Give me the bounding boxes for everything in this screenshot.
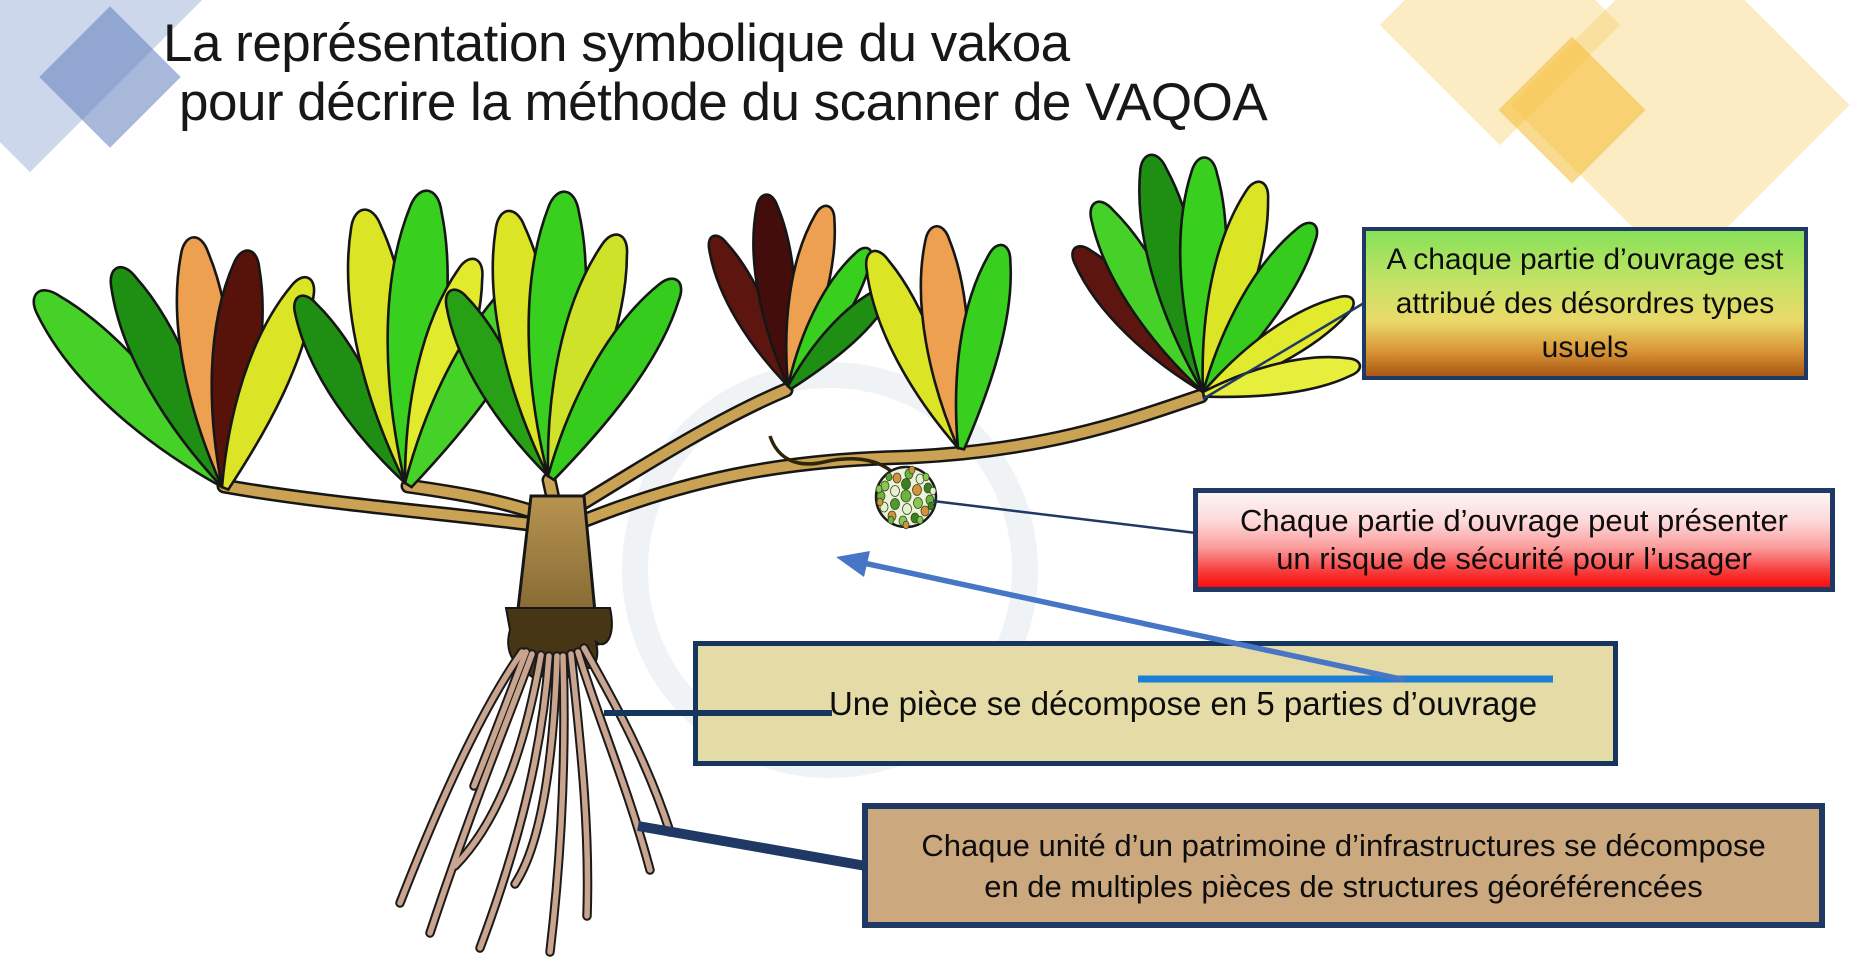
callout-disorders-box: A chaque partie d’ouvrage est attribué d… bbox=[1362, 227, 1808, 380]
callout-disorders-text: A chaque partie d’ouvrage est attribué d… bbox=[1386, 242, 1784, 364]
slide-title: La représentation symbolique du vakoa po… bbox=[163, 14, 1268, 132]
callout-piece-text: Une pièce se décompose en 5 parties d’ou… bbox=[828, 684, 1538, 722]
callout-risk-text: Chaque partie d’ouvrage peut présenter u… bbox=[1239, 503, 1789, 576]
leaf-cluster-far-left bbox=[17, 232, 330, 506]
roots bbox=[395, 643, 675, 957]
leaf-cluster-center bbox=[430, 190, 698, 491]
slide-title-line1: La représentation symbolique du vakoa bbox=[163, 14, 1070, 73]
fruit-stem bbox=[768, 435, 898, 478]
leaf-cluster-far-right bbox=[1058, 147, 1364, 409]
callout-piece-box: Une pièce se décompose en 5 parties d’ou… bbox=[693, 641, 1618, 766]
leaf-cluster-mid-right bbox=[850, 222, 1024, 459]
callout-unit-text: Chaque unité d’un patrimoine d’infrastru… bbox=[921, 827, 1766, 904]
fruit-icon bbox=[874, 465, 938, 530]
branches bbox=[216, 382, 1209, 536]
callout-risk-box: Chaque partie d’ouvrage peut présenter u… bbox=[1193, 488, 1835, 592]
slide-title-line2: pour décrire la méthode du scanner de VA… bbox=[179, 73, 1268, 132]
callout-unit-box: Chaque unité d’un patrimoine d’infrastru… bbox=[862, 803, 1825, 928]
